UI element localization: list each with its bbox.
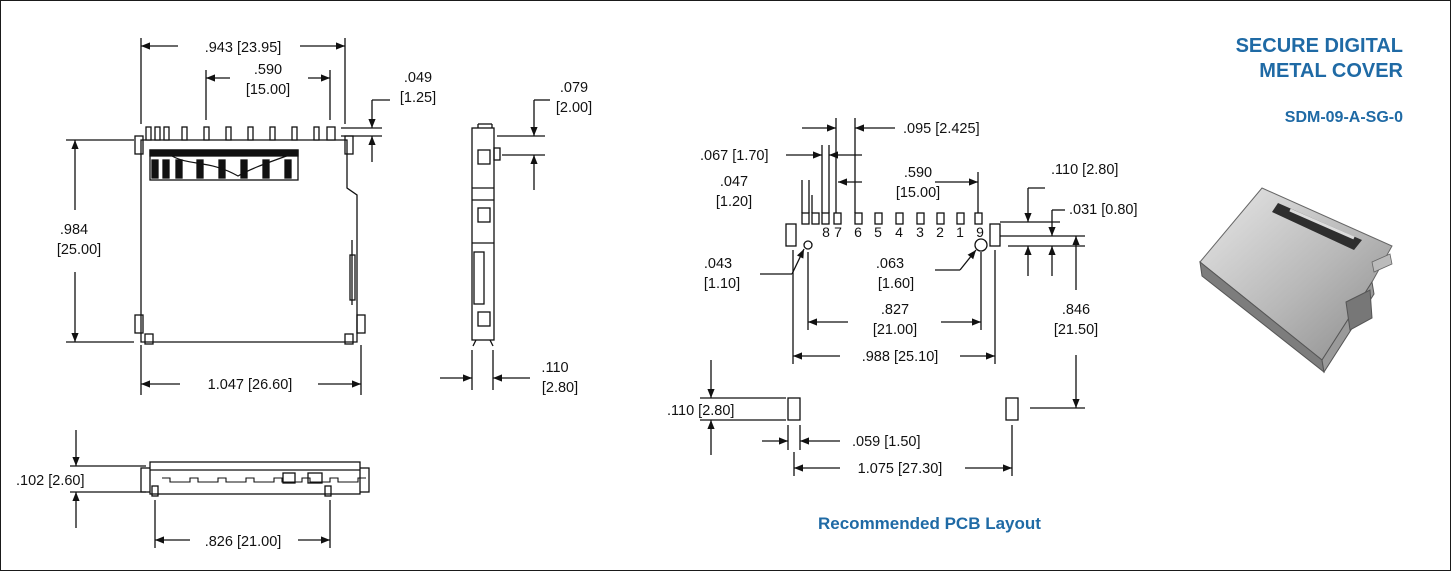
pcb-pads: [785, 212, 1019, 421]
front-height-label: .102 [2.60]: [16, 473, 85, 489]
pin-offset-label-2: [1.25]: [400, 90, 436, 106]
height-label-2: [25.00]: [57, 242, 101, 258]
product-title: SECURE DIGITAL METAL COVER: [1143, 34, 1403, 84]
top-view-outline: [134, 135, 366, 345]
rear-pad-label: .110 [2.80]: [667, 403, 734, 419]
hole-span-label-1: .827: [881, 302, 909, 318]
side-tab-label-2: [2.00]: [556, 100, 592, 116]
hole-large-label-2: [1.60]: [878, 276, 914, 292]
pin-number: 4: [895, 224, 903, 240]
side-thick-label-1: .110: [541, 360, 568, 376]
front-view-outline: [140, 461, 370, 497]
hole-span-label-2: [21.00]: [873, 322, 917, 338]
pcb-dimensions: [700, 118, 1085, 476]
top-view-pins: [145, 126, 336, 141]
depth-label-2: [21.50]: [1054, 322, 1098, 338]
peg-span-label: .826 [21.00]: [205, 534, 282, 550]
top-view-contact-block: [149, 149, 299, 181]
pcb-pin-span-label-1: .590: [904, 165, 932, 181]
pin-number: 5: [874, 224, 882, 240]
side-view-dimensions: [440, 99, 550, 390]
cd-offset-label: .031 [0.80]: [1069, 202, 1138, 218]
depth-label-1: .846: [1062, 302, 1090, 318]
pin-number: 3: [916, 224, 924, 240]
pads-span-label: .988 [25.10]: [862, 349, 939, 365]
part-number: SDM-09-A-SG-0: [1284, 109, 1403, 126]
hole-small-label-2: [1.10]: [704, 276, 740, 292]
cd-pad-label: .110 [2.80]: [1051, 162, 1118, 178]
side-tab-label-1: .079: [560, 80, 588, 96]
pcb-pin-numbers: 8 7 6 5 4 3 2 1 9: [822, 224, 984, 240]
pin-number: 1: [956, 224, 964, 240]
pin-number: 7: [834, 224, 842, 240]
height-label-1: .984: [60, 222, 88, 238]
body-width-label: 1.047 [26.60]: [208, 377, 293, 393]
pad-gap-label-2: [1.20]: [716, 194, 752, 210]
pad-width-label: .067 [1.70]: [700, 148, 769, 164]
pin-offset-label-1: .049: [404, 70, 432, 86]
pad-pitch-label: .095 [2.425]: [903, 121, 980, 137]
width-overall-label: .943 [23.95]: [205, 40, 282, 56]
pin-number: 8: [822, 224, 830, 240]
top-view-dimensions: [66, 38, 390, 395]
product-title-line-1: SECURE DIGITAL: [1235, 35, 1403, 57]
side-view-outline: [471, 123, 501, 347]
side-thick-label-2: [2.80]: [542, 380, 578, 396]
pcb-pin-span-label-2: [15.00]: [896, 185, 940, 201]
rear-pad-width-label: .059 [1.50]: [852, 434, 921, 450]
top-pin-span-label-1: .590: [254, 62, 282, 78]
hole-large-label-1: .063: [876, 256, 904, 272]
hole-small-label-1: .043: [704, 256, 732, 272]
rear-span-label: 1.075 [27.30]: [858, 461, 943, 477]
top-pin-span-label-2: [15.00]: [246, 82, 290, 98]
pad-gap-label-1: .047: [720, 174, 748, 190]
front-view-dimensions: [70, 430, 331, 548]
connector-photo: [1199, 187, 1393, 374]
pin-number: 2: [936, 224, 944, 240]
pin-number: 6: [854, 224, 862, 240]
pin-number: 9: [976, 224, 984, 240]
pcb-layout-caption: Recommended PCB Layout: [818, 514, 1041, 533]
product-title-line-2: METAL COVER: [1259, 60, 1403, 82]
